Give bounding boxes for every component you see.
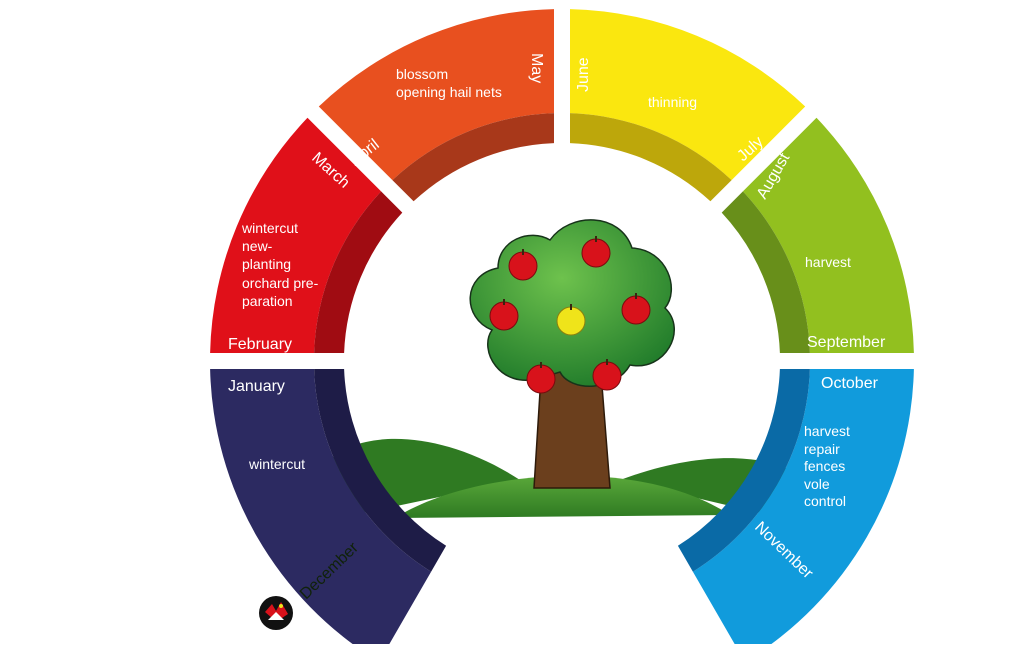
task-autumn-1: harvest: [804, 423, 850, 439]
ring-segment-winter: [692, 369, 914, 649]
task-spring-1: wintercut: [241, 220, 298, 236]
ring-inner-band-autumn: [314, 369, 447, 572]
apple-red-icon: [526, 362, 556, 394]
apple-red-icon: [581, 236, 611, 268]
month-september: September: [807, 334, 886, 351]
month-june: June: [575, 57, 592, 92]
ring-inner-band-summer: [392, 113, 554, 202]
apple-red-icon: [621, 293, 651, 325]
task-autumn-5: control: [804, 493, 846, 509]
apples: [489, 236, 651, 394]
segment-summer: June July thinning: [575, 57, 767, 165]
task-harvest: harvest: [805, 254, 851, 270]
ring-inner-band-harvest: [314, 191, 403, 353]
ring-segment-blossom: [570, 9, 806, 181]
ring-inner-band-winter: [677, 369, 810, 572]
task-spring-5: paration: [242, 293, 293, 309]
task-autumn-2: repair: [804, 441, 840, 457]
month-january: January: [228, 378, 285, 395]
task-spring-4: orchard pre-: [242, 275, 319, 291]
apple-red-icon: [508, 249, 538, 281]
month-february: February: [228, 336, 292, 353]
task-spring-3: planting: [242, 256, 291, 272]
badge-logo-icon: [259, 596, 293, 630]
ring-inner-band-blossom: [570, 113, 732, 202]
task-blossom-1: blossom: [396, 66, 448, 82]
task-autumn-3: fences: [804, 458, 845, 474]
month-may: May: [528, 53, 545, 83]
apple-red-icon: [489, 299, 519, 331]
task-spring-2: new-: [242, 238, 273, 254]
task-winter: wintercut: [248, 456, 305, 472]
ring-inner-band-spring: [721, 191, 810, 353]
month-october: October: [821, 375, 879, 392]
ring-segment-spring: [742, 117, 914, 353]
task-autumn-4: vole: [804, 476, 830, 492]
apple-yellow-icon: [556, 304, 586, 336]
tree: [469, 219, 675, 489]
task-summer: thinning: [648, 94, 697, 110]
segment-harvest: August September harvest: [754, 150, 886, 351]
ring-segment-summer: [318, 9, 554, 181]
ring-segment-harvest: [210, 117, 382, 353]
ground-hill: [395, 475, 730, 518]
task-blossom-2: opening hail nets: [396, 84, 502, 100]
ring-segment-autumn: [210, 369, 432, 649]
apple-red-icon: [592, 359, 622, 391]
season-ring: [210, 9, 914, 649]
